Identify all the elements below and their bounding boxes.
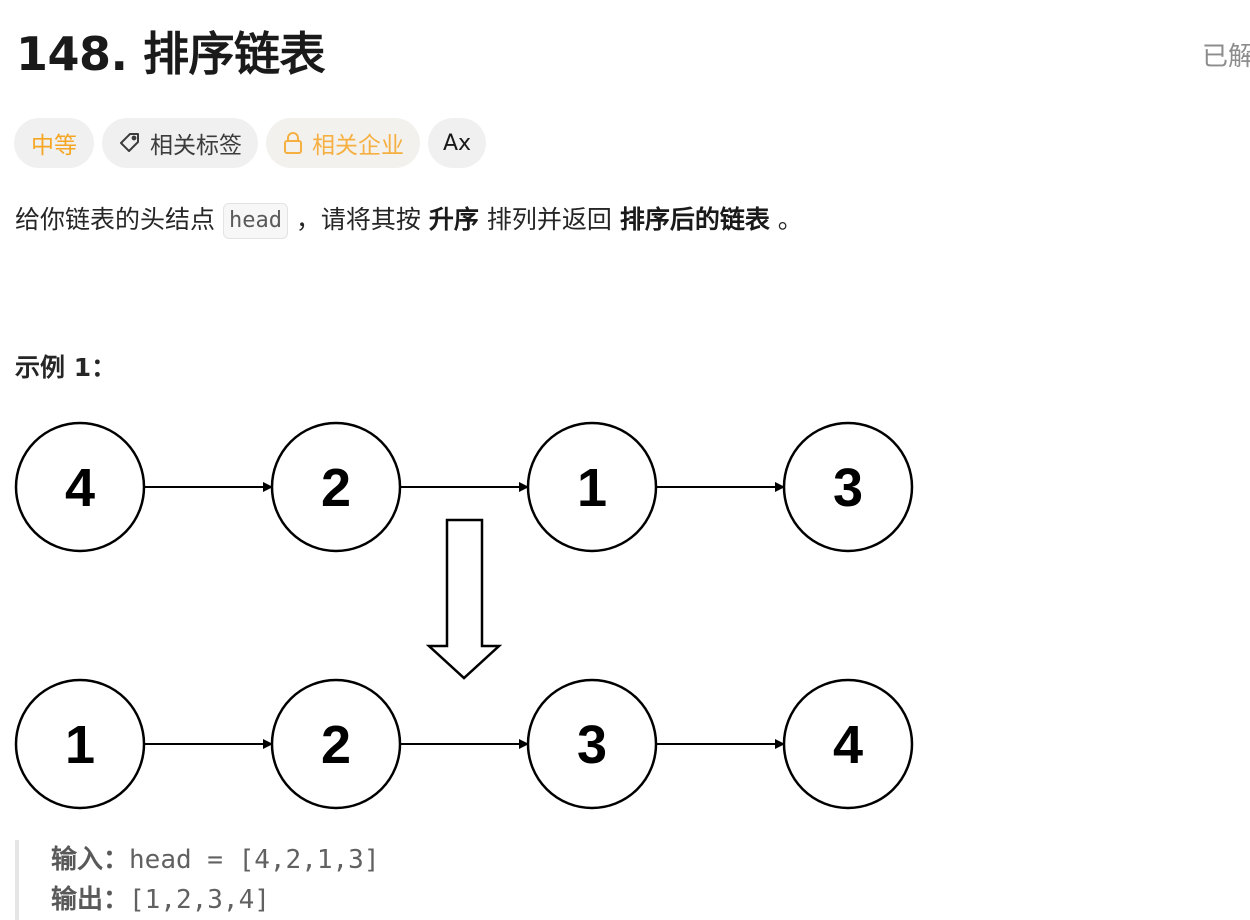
linked-list-diagram: 4 2 1 3 1 2 3 4 [14, 421, 914, 810]
example-output: 输出：[1,2,3,4] [51, 885, 270, 915]
translate-icon: Ax [443, 130, 472, 156]
inline-code-head: head [222, 203, 288, 239]
list-before: 4 2 1 3 [14, 421, 914, 553]
related-companies-button[interactable]: 相关企业 [266, 118, 420, 168]
problem-title: 148. 排序链表 [16, 27, 326, 81]
before-node-3 [782, 421, 914, 553]
sort-arrow-icon [425, 518, 503, 680]
after-node-3 [782, 678, 914, 810]
before-node-value-0: 4 [65, 458, 95, 518]
example-title: 示例 1： [15, 353, 117, 382]
after-node-value-3: 4 [833, 715, 863, 775]
after-node-value-1: 2 [321, 715, 351, 775]
list-after: 1 2 3 4 [14, 678, 914, 810]
example-input: 输入：head = [4,2,1,3] [51, 845, 380, 875]
difficulty-badge[interactable]: 中等 [14, 118, 94, 168]
related-companies-label: 相关企业 [312, 133, 404, 159]
before-node-value-2: 1 [577, 458, 607, 518]
tag-bar: 中等 相关标签 相关企业 Ax [14, 118, 487, 168]
problem-description: 给你链表的头结点 head ，请将其按 升序 排列并返回 排序后的链表 。 [15, 198, 803, 242]
related-tags-button[interactable]: 相关标签 [102, 118, 258, 168]
tag-icon [118, 131, 142, 155]
translate-button[interactable]: Ax [428, 118, 487, 168]
after-node-value-2: 3 [577, 715, 607, 775]
after-node-value-0: 1 [65, 715, 95, 775]
example-io-block: 输入：head = [4,2,1,3] 输出：[1,2,3,4] [15, 840, 379, 920]
solved-status: 已解 [1202, 42, 1250, 72]
before-node-value-3: 3 [833, 458, 863, 518]
lock-icon [282, 131, 304, 155]
before-node-value-1: 2 [321, 458, 351, 518]
related-tags-label: 相关标签 [150, 133, 242, 159]
